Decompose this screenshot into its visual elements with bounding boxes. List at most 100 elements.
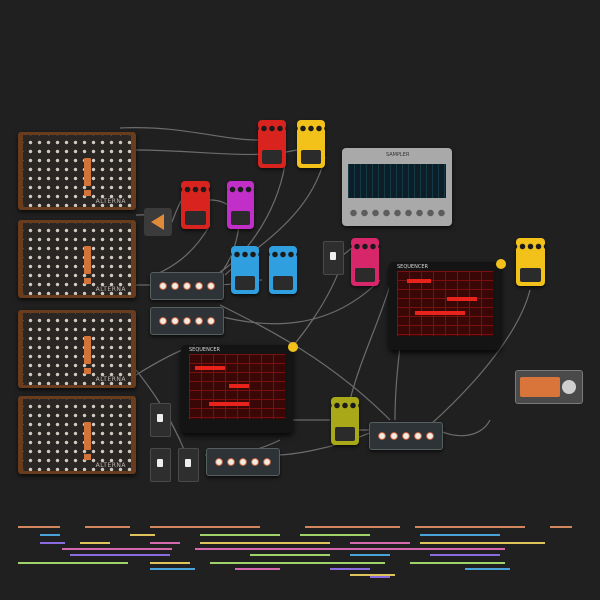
pedal-footswitch[interactable] — [355, 268, 375, 282]
synth-module-3[interactable]: ALTERNA — [18, 310, 136, 388]
pedal-footswitch[interactable] — [273, 276, 293, 290]
pedal-knobs[interactable] — [516, 242, 545, 251]
pedal-blue-2[interactable] — [269, 246, 297, 294]
clip[interactable] — [350, 542, 410, 544]
sequencer-step[interactable] — [447, 297, 477, 301]
clip[interactable] — [150, 526, 260, 528]
clip[interactable] — [300, 534, 370, 536]
amp-knob[interactable] — [562, 380, 576, 394]
amp-unit[interactable] — [515, 370, 583, 404]
sampler-knobs[interactable] — [348, 208, 446, 218]
rack-knobs[interactable] — [376, 429, 436, 443]
pedal-knobs[interactable] — [258, 124, 286, 133]
synth-panel[interactable] — [23, 223, 131, 295]
rack-knobs[interactable] — [213, 455, 273, 469]
switch-box-3[interactable] — [150, 448, 171, 482]
clip[interactable] — [250, 554, 330, 556]
switch-toggle[interactable] — [330, 252, 336, 260]
sequencer-screen-1[interactable]: SEQUENCER — [181, 342, 298, 433]
pedal-yellow-2[interactable] — [516, 238, 545, 286]
switch-toggle[interactable] — [157, 414, 163, 422]
clip[interactable] — [195, 548, 505, 550]
mixer-rack-3[interactable] — [206, 448, 280, 476]
synth-panel[interactable] — [23, 313, 131, 385]
pedal-blue-1[interactable] — [231, 246, 259, 294]
pedal-knobs[interactable] — [231, 250, 259, 259]
sequencer-screen-2[interactable]: SEQUENCER — [389, 259, 506, 350]
clip[interactable] — [210, 562, 385, 564]
mixer-rack-2[interactable] — [150, 307, 224, 335]
synth-module-4[interactable]: ALTERNA — [18, 396, 136, 474]
synth-panel[interactable] — [23, 135, 131, 207]
sequencer-step[interactable] — [415, 311, 465, 315]
pedal-knobs[interactable] — [331, 401, 359, 410]
synth-module-1[interactable]: ALTERNA — [18, 132, 136, 210]
pedal-footswitch[interactable] — [185, 211, 206, 225]
clip[interactable] — [415, 526, 525, 528]
pedal-red-1[interactable] — [258, 120, 286, 168]
sequencer-step[interactable] — [195, 366, 225, 370]
switch-toggle[interactable] — [185, 459, 191, 467]
clip[interactable] — [350, 554, 390, 556]
pedal-olive[interactable] — [331, 397, 359, 445]
clip[interactable] — [40, 534, 60, 536]
switch-toggle[interactable] — [157, 459, 163, 467]
switch-box-4[interactable] — [178, 448, 199, 482]
synth-panel[interactable] — [23, 399, 131, 471]
clip[interactable] — [465, 568, 510, 570]
sequencer-grid[interactable] — [397, 271, 493, 336]
switch-box-2[interactable] — [150, 403, 171, 437]
clip[interactable] — [18, 526, 60, 528]
clip[interactable] — [150, 568, 195, 570]
synth-module-2[interactable]: ALTERNA — [18, 220, 136, 298]
pedal-footswitch[interactable] — [262, 150, 282, 164]
clip[interactable] — [200, 542, 330, 544]
mixer-rack-1[interactable] — [150, 272, 224, 300]
pedal-knobs[interactable] — [297, 124, 325, 133]
clip[interactable] — [430, 554, 500, 556]
switch-box-1[interactable] — [323, 241, 344, 275]
rack-knobs[interactable] — [157, 279, 217, 293]
clip[interactable] — [150, 562, 190, 564]
pedal-footswitch[interactable] — [520, 268, 541, 282]
mixer-rack-4[interactable] — [369, 422, 443, 450]
pedal-knobs[interactable] — [351, 242, 379, 251]
play-trigger-module[interactable] — [144, 208, 172, 236]
clip[interactable] — [62, 548, 172, 550]
pedal-knobs[interactable] — [181, 185, 210, 194]
clip[interactable] — [70, 554, 170, 556]
arrangement-timeline[interactable] — [0, 510, 600, 600]
pedal-yellow-1[interactable] — [297, 120, 325, 168]
clip[interactable] — [350, 574, 395, 576]
clip[interactable] — [330, 568, 370, 570]
clip[interactable] — [150, 542, 180, 544]
sequencer-grid[interactable] — [189, 354, 285, 419]
clip[interactable] — [550, 526, 572, 528]
clip[interactable] — [370, 576, 390, 578]
sampler-module[interactable]: SAMPLER — [342, 148, 452, 226]
pedal-knobs[interactable] — [227, 185, 254, 194]
rack-knobs[interactable] — [157, 314, 217, 328]
clip[interactable] — [235, 568, 280, 570]
clip[interactable] — [18, 562, 128, 564]
pedal-footswitch[interactable] — [231, 211, 250, 225]
clip[interactable] — [130, 534, 155, 536]
sequencer-step[interactable] — [229, 384, 249, 388]
pedal-footswitch[interactable] — [301, 150, 321, 164]
clip[interactable] — [80, 542, 110, 544]
sequencer-step[interactable] — [407, 279, 431, 283]
clip[interactable] — [85, 526, 130, 528]
pedal-pink[interactable] — [351, 238, 379, 286]
sequencer-step[interactable] — [209, 402, 249, 406]
clip[interactable] — [40, 542, 65, 544]
clip[interactable] — [410, 562, 505, 564]
clip[interactable] — [200, 534, 280, 536]
clip[interactable] — [420, 542, 545, 544]
pedal-red-2[interactable] — [181, 181, 210, 229]
pedal-footswitch[interactable] — [335, 427, 355, 441]
pedal-footswitch[interactable] — [235, 276, 255, 290]
pedal-purple[interactable] — [227, 181, 254, 229]
clip[interactable] — [420, 534, 500, 536]
pedal-knobs[interactable] — [269, 250, 297, 259]
clip[interactable] — [305, 526, 400, 528]
